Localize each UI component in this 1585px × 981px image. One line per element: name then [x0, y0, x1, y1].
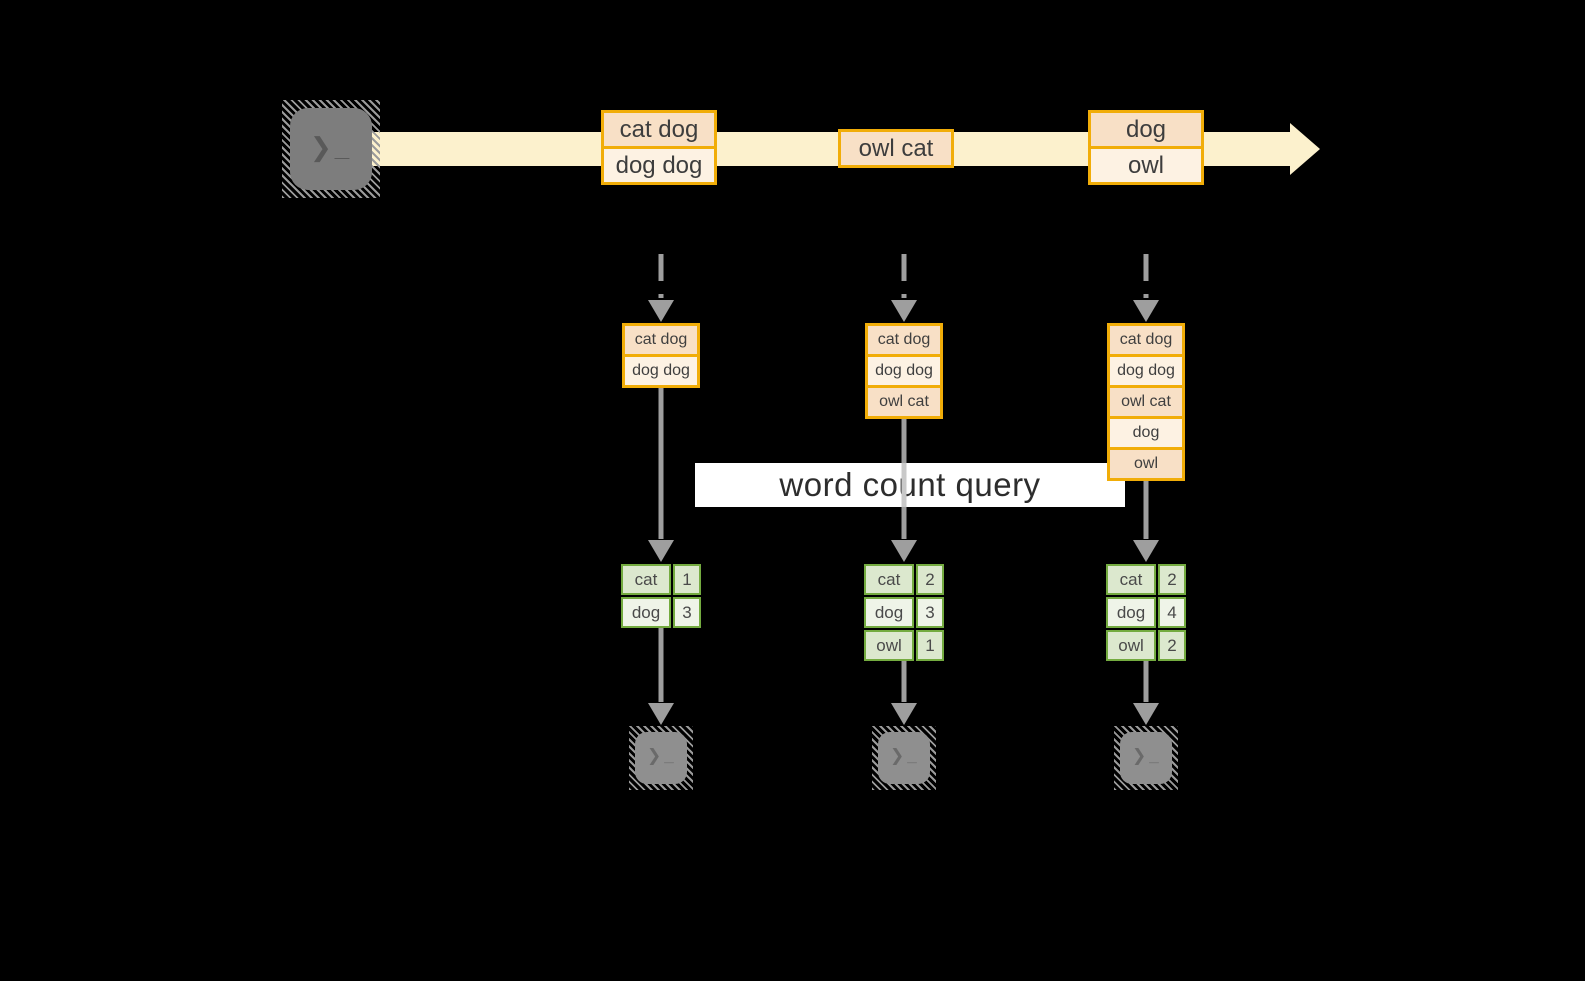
result-to-sink-arrow-2: [891, 658, 917, 725]
prompt-cursor-icon: _: [334, 132, 350, 162]
result-word: dog: [621, 597, 671, 628]
terminal-prompt-glyph: ❯ _: [878, 732, 930, 784]
prompt-chevron-icon: ❯: [890, 746, 905, 765]
state-line: dog dog: [1107, 354, 1185, 388]
state-to-result-arrow-3: [1133, 481, 1159, 562]
batch-line: owl cat: [838, 129, 954, 168]
state-line: cat dog: [622, 323, 700, 357]
terminal-sink-icon: ❯ _: [629, 726, 693, 790]
state-line: cat dog: [865, 323, 943, 357]
state-box-1: cat dog dog dog: [622, 323, 700, 388]
state-line: cat dog: [1107, 323, 1185, 357]
query-label: word count query: [779, 466, 1041, 503]
result-count: 3: [916, 597, 944, 628]
prompt-chevron-icon: ❯: [1132, 746, 1147, 765]
state-line: owl cat: [865, 385, 943, 419]
result-count: 4: [1158, 597, 1186, 628]
trigger-arrow-3: [1133, 254, 1159, 322]
terminal-prompt-glyph: ❯ _: [1120, 732, 1172, 784]
result-word: dog: [1106, 597, 1156, 628]
result-count: 3: [673, 597, 701, 628]
state-to-result-arrow-1: [648, 388, 674, 562]
prompt-cursor-icon: _: [664, 746, 674, 765]
result-to-sink-arrow-1: [648, 627, 674, 725]
result-count: 2: [916, 564, 944, 595]
state-line: owl: [1107, 447, 1185, 481]
result-to-sink-arrow-3: [1133, 658, 1159, 725]
state-line: dog dog: [865, 354, 943, 388]
terminal-prompt-glyph: ❯ _: [635, 732, 687, 784]
prompt-cursor-icon: _: [1149, 746, 1159, 765]
state-box-2: cat dog dog dog owl cat: [865, 323, 943, 419]
result-count: 1: [673, 564, 701, 595]
prompt-chevron-icon: ❯: [647, 746, 662, 765]
trigger-arrow-1: [648, 254, 674, 322]
trigger-arrow-2: [891, 254, 917, 322]
result-word: owl: [864, 630, 914, 661]
prompt-chevron-icon: ❯: [310, 132, 332, 162]
query-label-band: word count query: [695, 463, 1125, 507]
result-count: 2: [1158, 564, 1186, 595]
stream-batch-2: owl cat: [838, 129, 954, 168]
result-count: 2: [1158, 630, 1186, 661]
stream-batch-1: cat dog dog dog: [601, 110, 717, 185]
batch-line: dog dog: [601, 146, 717, 185]
state-line: dog: [1107, 416, 1185, 450]
state-box-3: cat dog dog dog owl cat dog owl: [1107, 323, 1185, 481]
result-word: owl: [1106, 630, 1156, 661]
result-table-2: cat 2 dog 3 owl 1: [864, 564, 944, 661]
result-word: cat: [1106, 564, 1156, 595]
terminal-sink-icon: ❯ _: [872, 726, 936, 790]
result-count: 1: [916, 630, 944, 661]
input-stream-arrowhead-icon: [1290, 123, 1320, 175]
state-line: dog dog: [622, 354, 700, 388]
result-table-1: cat 1 dog 3: [621, 564, 701, 628]
terminal-sink-icon: ❯ _: [1114, 726, 1178, 790]
result-table-3: cat 2 dog 4 owl 2: [1106, 564, 1186, 661]
terminal-source-icon: ❯ _: [282, 100, 380, 198]
batch-line: dog: [1088, 110, 1204, 149]
prompt-cursor-icon: _: [907, 746, 917, 765]
result-word: cat: [621, 564, 671, 595]
state-line: owl cat: [1107, 385, 1185, 419]
batch-line: owl: [1088, 146, 1204, 185]
stream-batch-3: dog owl: [1088, 110, 1204, 185]
result-word: dog: [864, 597, 914, 628]
result-word: cat: [864, 564, 914, 595]
terminal-prompt-glyph: ❯ _: [290, 108, 372, 190]
batch-line: cat dog: [601, 110, 717, 149]
